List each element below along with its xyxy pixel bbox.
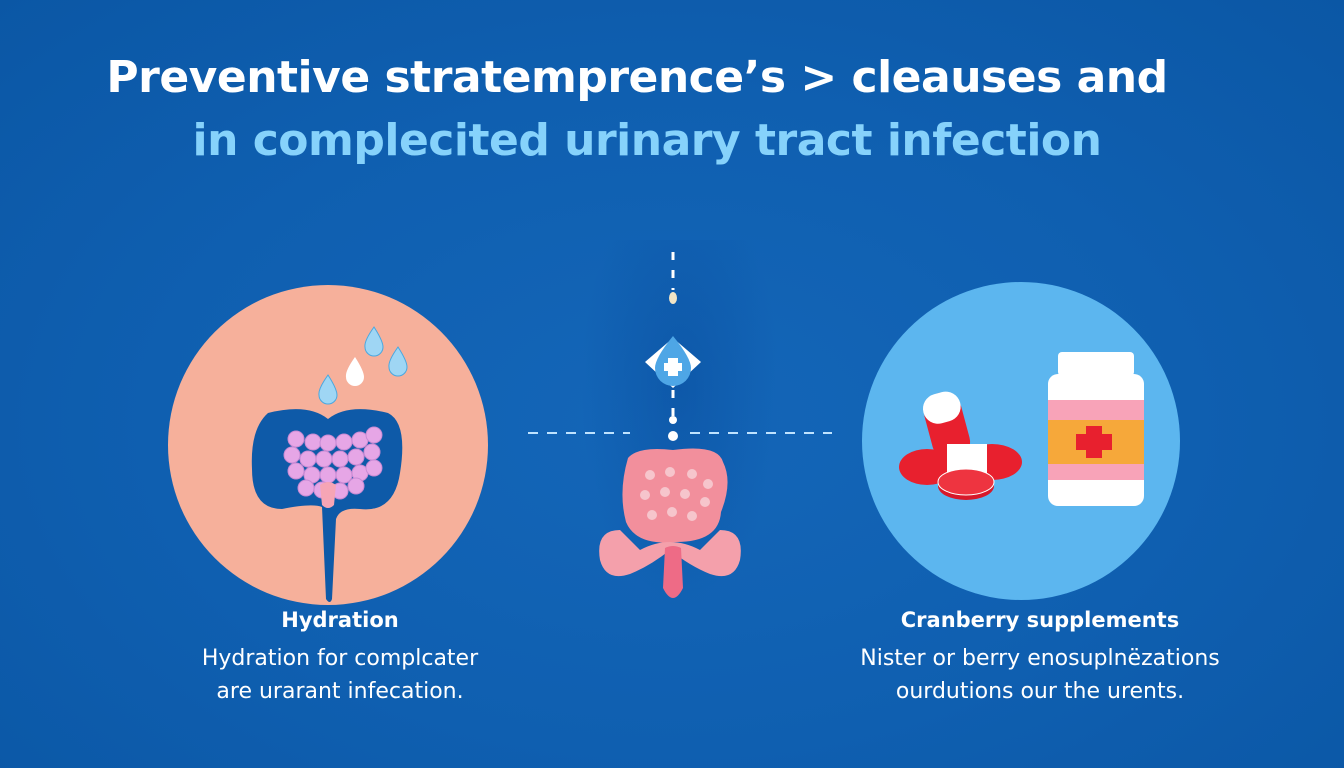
hydration-text-line-1: Hydration for complcater — [201, 646, 479, 671]
cranberry-caption: Cranberry supplements Nister or berry en… — [830, 608, 1250, 708]
pills-icon — [899, 391, 1022, 500]
cranberry-text-line-1: Nister or berry enosuplnëzations — [860, 646, 1220, 671]
center-diagram — [528, 252, 832, 598]
title-line-1: Preventive stratemprence’s > cleauses an… — [106, 52, 1168, 103]
hydration-caption: Hydration Hydration for complcater are u… — [150, 608, 530, 708]
water-drop-icon — [318, 326, 408, 405]
hydration-text-line-2: are urarant infecation. — [216, 679, 464, 704]
plus-drop-diamond-icon — [645, 336, 701, 388]
pills-and-bottle-icon — [899, 352, 1144, 506]
title-line-2: in complecited urinary tract infection — [192, 115, 1102, 166]
hydration-organ-icon — [251, 326, 408, 602]
cranberry-text-line-2: ourdutions our the urents. — [895, 679, 1185, 704]
hydration-heading: Hydration — [281, 608, 399, 632]
supplement-bottle-icon — [1048, 352, 1144, 506]
cranberry-heading: Cranberry supplements — [900, 608, 1180, 632]
